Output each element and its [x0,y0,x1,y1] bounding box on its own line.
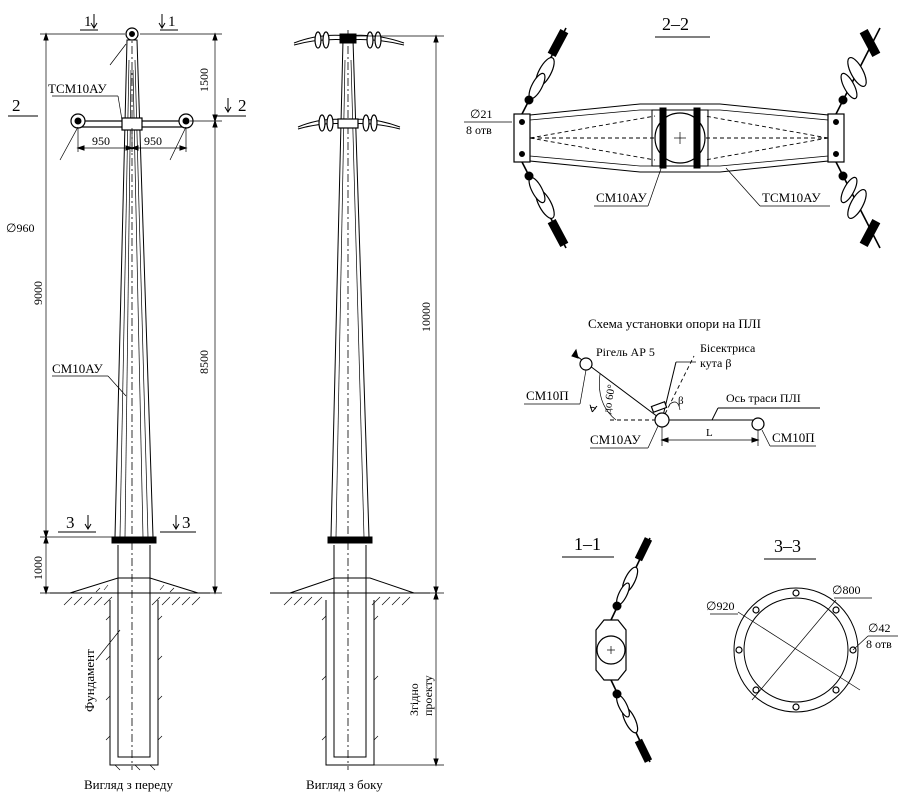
dia-960: ∅960 [6,221,34,235]
dim-1500: 1500 [197,68,211,92]
insulator-middle [318,114,378,132]
insulator-2-2-ll [521,161,569,249]
section-1-1-title: 1–1 [574,534,601,554]
dim-950-left: 950 [92,134,110,148]
pole-left-label: СМ10П [526,388,569,403]
angle-label: до 60° [601,384,618,415]
angle-phi: ∢ [587,403,600,414]
cut-3-left: 3 [66,513,75,532]
insulator-2-2-lr [835,161,881,249]
dim-8500: 8500 [197,350,211,374]
dim-9000: 9000 [31,281,45,305]
front-view: 1 1 2 2 3 3 ТСМ10АУ СМ10АУ 950 950 ∅960 … [6,14,247,792]
front-view-caption: Вигляд з переду [84,777,173,792]
span-label: L [706,427,713,439]
section-3-3: 3–3 ∅920 ∅800 ∅42 8 отв [706,536,898,713]
dia-920: ∅920 [706,599,734,613]
dia-800: ∅800 [832,583,860,597]
rigel-label: Рігель АР 5 [596,345,655,359]
cut-1-right: 1 [168,14,176,30]
cut-3-right: 3 [182,513,191,532]
flange-holes [735,589,857,711]
hole-dia-2-2: ∅21 [470,107,492,121]
hole-dia-3-3: ∅42 [868,621,890,635]
insulator-1-1-top [610,537,653,621]
section-2-2-title: 2–2 [662,14,689,34]
scheme-title: Схема установки опори на ПЛІ [588,316,761,331]
section-2-2: 2–2 [464,14,881,249]
section-3-3-title: 3–3 [774,536,801,556]
by-project-line1: Згідно [407,683,421,716]
beta-label: β [678,395,684,407]
bisector-line1: Бісектриса [700,341,756,355]
side-view: 10000 Згідно проекту Вигляд з боку [270,30,444,792]
by-project-line2: проекту [421,675,435,716]
insulator-2-2-ur [835,27,881,115]
route-axis-label: Ось траси ПЛІ [726,391,801,405]
dim-1000: 1000 [31,556,45,580]
insulator-1-1-bottom [610,679,653,763]
foundation-label: Фундамент [82,649,97,712]
pole-right-label: СМ10П [772,430,815,445]
pole-center-label: СМ10АУ [590,432,641,447]
section-1-1: 1–1 [562,534,653,763]
cut-2-left: 2 [12,96,21,115]
sm-label-2-2: СМ10АУ [596,190,647,205]
cut-1-left: 1 [84,14,92,30]
bisector-line2: кута β [700,356,731,370]
hole-count-2-2: 8 отв [466,123,492,137]
insulator-top [314,31,382,49]
sm-label-front: СМ10АУ [52,361,103,376]
side-view-caption: Вигляд з боку [306,777,383,792]
dim-10000: 10000 [419,302,433,332]
insulator-2-2-ul [521,27,569,115]
tsm-label-front: ТСМ10АУ [48,81,107,96]
cut-2-right: 2 [238,96,247,115]
hole-count-3-3: 8 отв [866,637,892,651]
installation-scheme: Схема установки опори на ПЛІ [524,316,820,449]
tsm-label-2-2: ТСМ10АУ [762,190,821,205]
dim-950-right: 950 [144,134,162,148]
